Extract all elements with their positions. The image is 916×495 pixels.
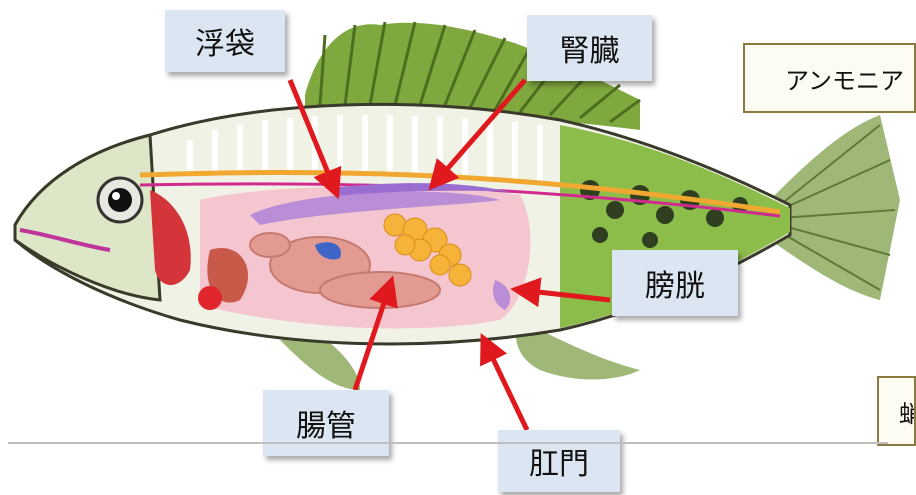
arrow-bladder: [520, 290, 610, 300]
arrow-kidney: [435, 80, 525, 183]
arrow-swim-bladder: [290, 80, 335, 190]
label-kidney: 腎臓: [527, 15, 652, 81]
label-bladder: 膀胱: [612, 250, 738, 316]
note-partial: 蛸: [877, 376, 916, 446]
note-ammonia-text: アンモニア: [785, 61, 904, 96]
label-intestine: 腸管: [263, 390, 389, 456]
label-anus: 肛門: [498, 430, 620, 492]
divider-line: [8, 442, 888, 444]
arrow-anus: [485, 342, 527, 430]
arrow-intestine: [355, 285, 390, 390]
note-partial-text: 蛸: [899, 394, 916, 429]
label-swim-bladder: 浮袋: [165, 10, 285, 72]
note-ammonia: アンモニア: [743, 43, 916, 113]
